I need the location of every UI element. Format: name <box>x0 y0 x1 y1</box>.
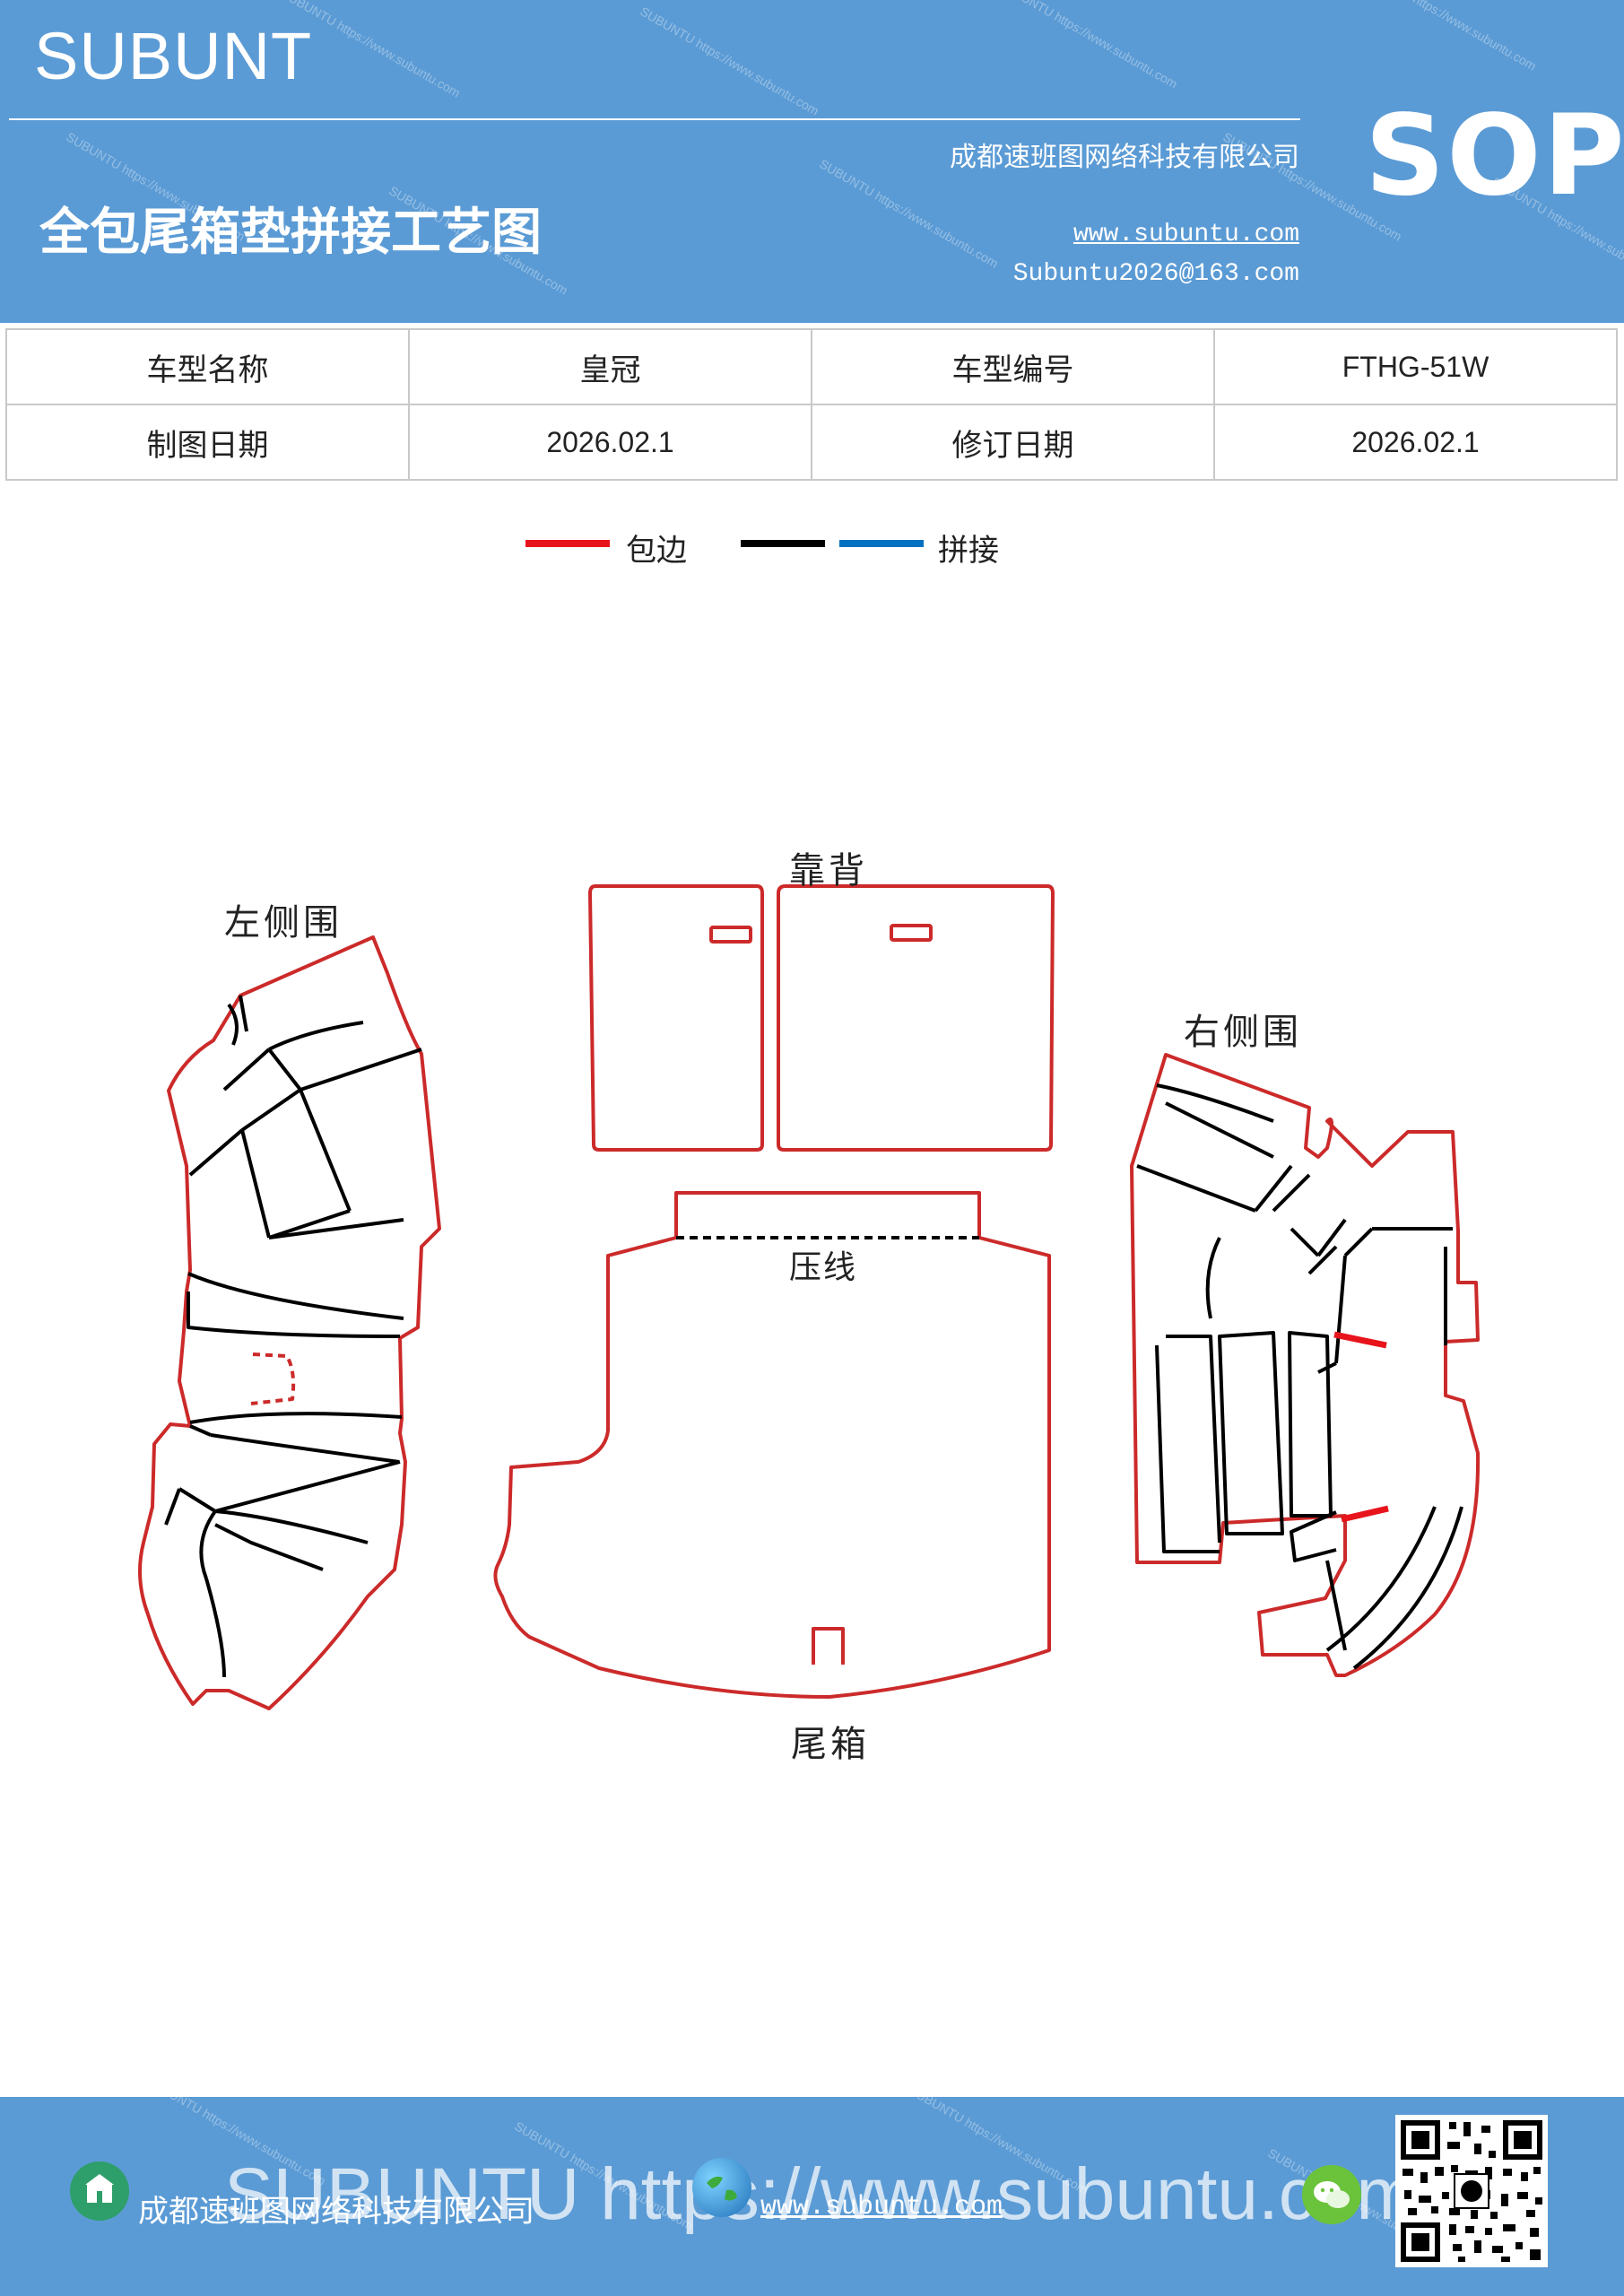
legend-edge-swatch <box>525 540 610 547</box>
email-text: Subuntu2026@163.com <box>1012 260 1299 288</box>
qr-code <box>1395 2115 1548 2267</box>
trunk-label: 尾箱 <box>791 1724 870 1765</box>
right-side-outline <box>1130 1053 1481 1677</box>
right-side-label: 右侧围 <box>1184 1012 1302 1053</box>
left-side-panels <box>138 935 441 1710</box>
backrest-right-panel <box>777 884 1055 1152</box>
trunk-notch <box>812 1627 845 1665</box>
backrest-right-slot <box>890 924 933 942</box>
legend-join-label: 拼接 <box>938 533 999 569</box>
backrest-left-slot <box>709 926 752 944</box>
website-link[interactable]: www.subuntu.com <box>1073 221 1299 248</box>
trunk-floor <box>493 1191 1051 1699</box>
sop-badge: SOP <box>1365 91 1624 221</box>
footer-company: 成都速班图网络科技有限公司 <box>138 2194 534 2230</box>
backrest-left-panel <box>588 884 764 1152</box>
brand-name: SUBUNT <box>34 19 313 93</box>
header-banner: SUBUNTU https://www.subuntu.com SUBUNTU … <box>0 0 1624 323</box>
right-side-panels <box>1130 1053 1481 1677</box>
left-side-outline <box>138 935 441 1710</box>
backrest-panels <box>588 884 1055 1152</box>
left-side-label: 左侧围 <box>224 902 343 944</box>
footer-website-link[interactable]: www.subuntu.com <box>760 2192 1003 2222</box>
header-divider <box>9 118 1300 120</box>
legend: 包边 拼接 <box>0 526 1624 570</box>
building-icon <box>70 2161 129 2221</box>
legend-black-swatch <box>741 540 825 547</box>
left-side-dashed <box>250 1352 296 1405</box>
page-title: 全包尾箱垫拼接工艺图 <box>39 203 542 262</box>
revise-date-value: 2026.02.1 <box>1213 404 1618 481</box>
draw-date-label: 制图日期 <box>5 404 410 481</box>
model-code-label: 车型编号 <box>811 328 1215 405</box>
backrest-label: 靠背 <box>789 850 868 891</box>
model-name-label: 车型名称 <box>5 328 410 405</box>
info-table: 车型名称 皇冠 车型编号 FTHG-51W 制图日期 2026.02.1 修订日… <box>5 328 1618 481</box>
model-name-value: 皇冠 <box>408 328 812 405</box>
legend-edge-label: 包边 <box>626 533 687 569</box>
revise-date-label: 修订日期 <box>811 404 1215 481</box>
right-side-red-mark-top <box>1333 1331 1387 1349</box>
left-side-seams <box>164 995 422 1678</box>
footer-banner: SUBUNTU https://www.subuntu.com SUBUNTU … <box>0 2097 1624 2296</box>
globe-icon <box>692 2158 751 2217</box>
footer-watermark-text: SUBUNTU https://www.subuntu.com <box>224 2153 1418 2235</box>
table-row: 车型名称 皇冠 车型编号 FTHG-51W <box>5 328 1618 405</box>
draw-date-value: 2026.02.1 <box>408 404 812 481</box>
legend-join-swatch <box>839 540 924 547</box>
table-row: 制图日期 2026.02.1 修订日期 2026.02.1 <box>5 404 1618 481</box>
press-line-label: 压线 <box>789 1249 858 1286</box>
right-side-red-mark-bottom <box>1341 1505 1389 1523</box>
wechat-icon[interactable] <box>1302 2165 1361 2224</box>
model-code-value: FTHG-51W <box>1213 328 1618 405</box>
company-name: 成都速班图网络科技有限公司 <box>950 142 1299 173</box>
right-side-seams <box>1136 1083 1463 1670</box>
trunk-floor-outline <box>493 1191 1051 1699</box>
